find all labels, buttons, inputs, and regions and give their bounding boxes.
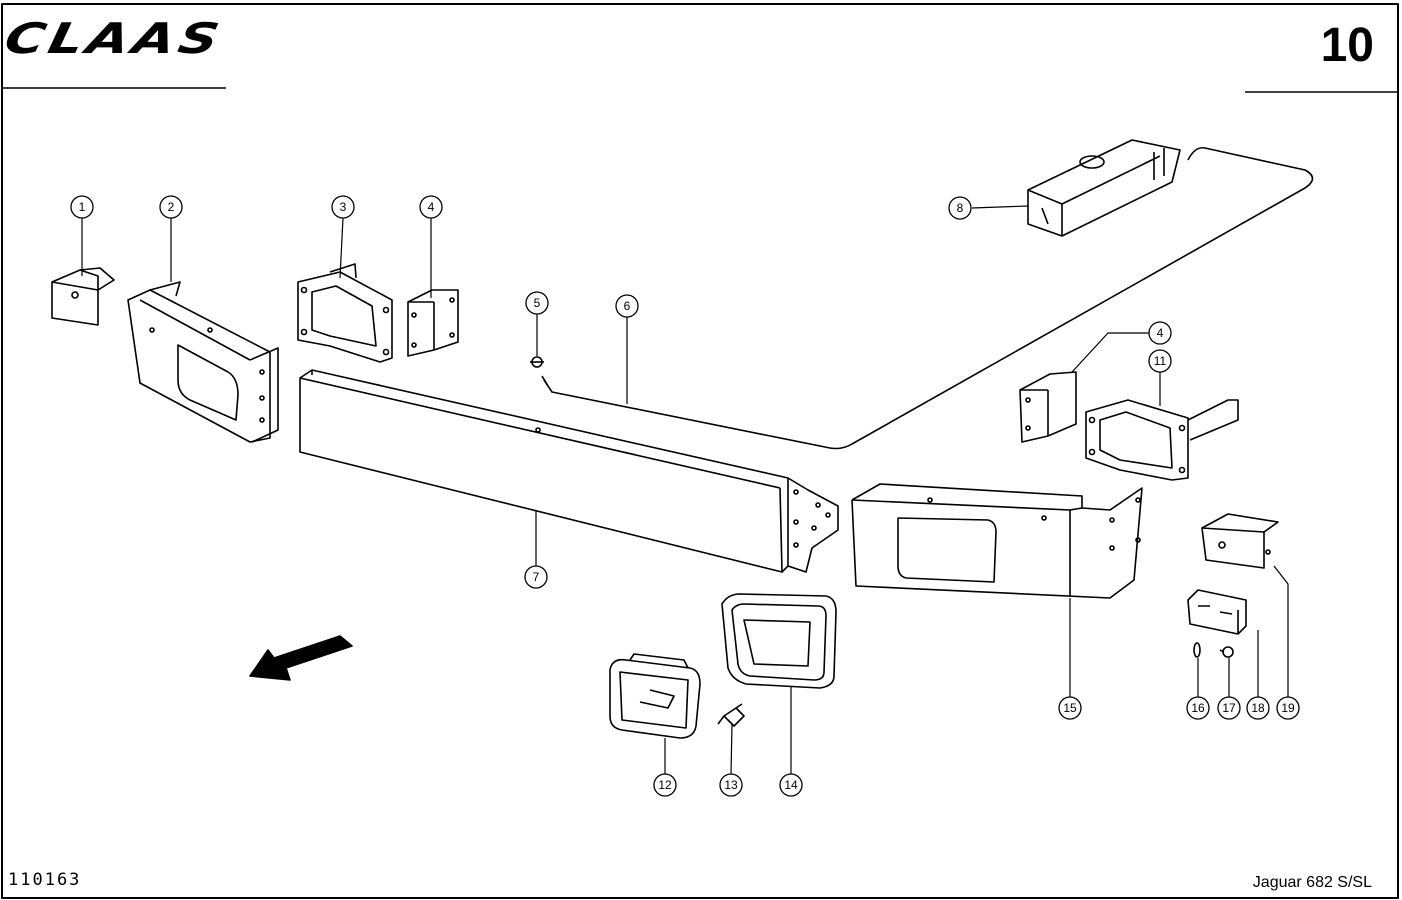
callout-circle (779, 773, 803, 797)
callout-label: 1 (79, 200, 86, 214)
callout-label: 14 (784, 778, 798, 792)
callout-16: 16 (1186, 696, 1210, 720)
callout-17: 17 (1217, 696, 1241, 720)
callout-circle (419, 195, 443, 219)
callout-18: 18 (1246, 696, 1270, 720)
callout-circle (1148, 321, 1172, 345)
part-cross-beam (299, 369, 839, 573)
callout-label: 2 (168, 200, 175, 214)
callout-circle (948, 196, 972, 220)
part-cable (543, 146, 1314, 450)
part-headlight-housing-right (851, 483, 1143, 599)
callout-label: 17 (1222, 701, 1236, 715)
page-number: 10 (1320, 19, 1374, 72)
callout-8: 8 (948, 196, 972, 220)
callout-circle (615, 294, 639, 318)
leader-lines (81, 205, 1289, 775)
cable-end (541, 375, 549, 387)
callout-circle (524, 565, 548, 589)
callout-1: 1 (70, 195, 94, 219)
callout-14: 14 (779, 773, 803, 797)
callout-4: 4 (419, 195, 443, 219)
part-mounting-bracket-upper (407, 289, 459, 357)
callout-5: 5 (525, 291, 549, 315)
part-electrical-module (1027, 139, 1181, 237)
callout-circle (1276, 696, 1300, 720)
callout-label: 6 (624, 299, 631, 313)
callout-11: 11 (1148, 349, 1172, 373)
callout-19: 19 (1276, 696, 1300, 720)
callout-7: 7 (524, 565, 548, 589)
callout-circle (1186, 696, 1210, 720)
part-headlight (609, 653, 701, 739)
page-border (1, 3, 1399, 899)
callout-circle (1058, 696, 1082, 720)
callout-label: 13 (724, 778, 738, 792)
part-halogen-bulb (717, 703, 745, 727)
callout-circle (1148, 349, 1172, 373)
part-mounting-bracket-lower (1019, 371, 1077, 443)
callout-label: 16 (1191, 701, 1205, 715)
callout-12: 12 (653, 773, 677, 797)
direction-arrow (249, 635, 353, 681)
callout-circle (653, 773, 677, 797)
callout-3: 3 (331, 195, 355, 219)
callout-label: 4 (428, 200, 435, 214)
part-frame-plate (297, 263, 393, 363)
model-name: Jaguar 682 S/SL (1252, 874, 1372, 891)
part-grommet (530, 356, 544, 368)
callout-label: 15 (1063, 701, 1077, 715)
callout-label: 7 (533, 570, 540, 584)
callout-circle (331, 195, 355, 219)
part-headlight-rim (721, 593, 837, 689)
callout-circle (70, 195, 94, 219)
callout-15: 15 (1058, 696, 1082, 720)
callout-label: 11 (1154, 354, 1167, 368)
callout-label: 12 (658, 778, 672, 792)
callout-4: 4 (1148, 321, 1172, 345)
part-bulb-seal (1193, 642, 1201, 658)
callout-label: 4 (1157, 326, 1164, 340)
part-bracket-small-left (51, 267, 115, 326)
callout-13: 13 (719, 773, 743, 797)
callout-label: 19 (1281, 701, 1295, 715)
callout-label: 18 (1251, 701, 1265, 715)
drawing-number: 110163 (8, 870, 82, 890)
part-headlight-housing-left (127, 281, 279, 443)
callout-2: 2 (159, 195, 183, 219)
callout-circle (719, 773, 743, 797)
callout-circle (1217, 696, 1241, 720)
callout-6: 6 (615, 294, 639, 318)
part-bulb (1219, 646, 1234, 658)
callout-label: 3 (340, 200, 347, 214)
callout-label: 5 (534, 296, 541, 310)
callout-label: 8 (957, 201, 964, 215)
callout-circle (1246, 696, 1270, 720)
part-bracket-small-right (1201, 513, 1279, 569)
part-marker-lamp (1187, 589, 1247, 635)
callout-circle (525, 291, 549, 315)
callout-circle (159, 195, 183, 219)
part-frame-plate-right (1085, 399, 1239, 481)
